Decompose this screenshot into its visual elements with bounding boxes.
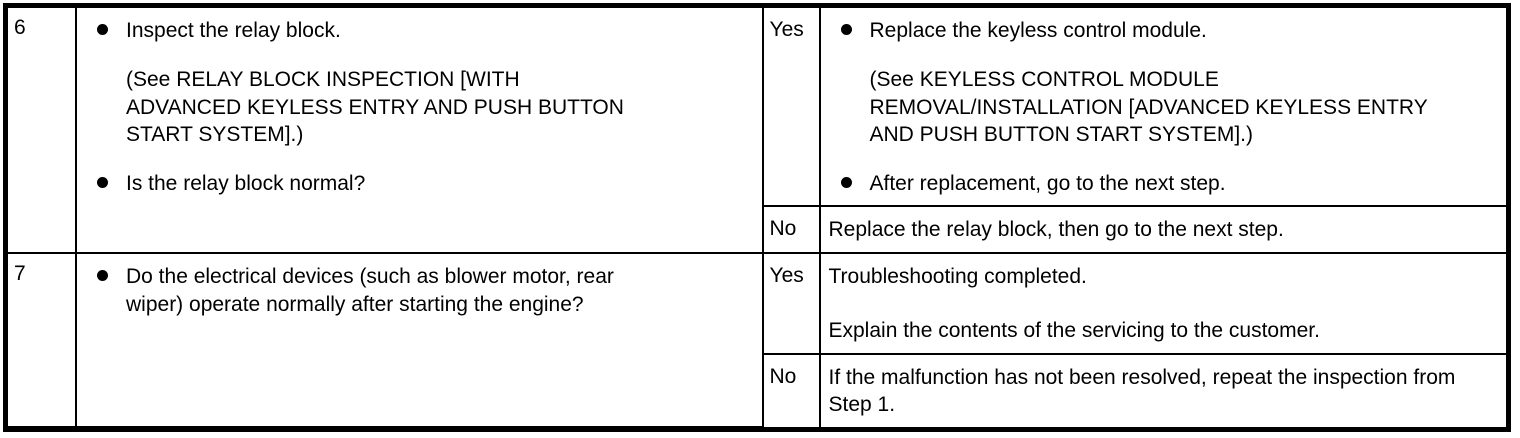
action-paragraph: Explain the contents of the servicing to… <box>828 318 1320 342</box>
bullet-dot-icon <box>97 24 108 35</box>
inspection-cell-7: Do the electrical devices (such as blowe… <box>75 252 764 429</box>
bullet-label: Is the relay block normal? <box>126 172 366 196</box>
bullet-dot-icon <box>840 24 852 35</box>
action-content-6-yes: Replace the keyless control module. (See… <box>821 8 1507 205</box>
bullet-label: Replace the keyless control module. <box>869 19 1207 42</box>
bullet-item: Inspect the relay block. <box>85 17 754 44</box>
bullet-dot-icon <box>97 270 108 282</box>
step-number-cell-7: 7 <box>8 252 77 429</box>
answer-label-yes: Yes <box>769 18 804 41</box>
answer-cell-7-no: No <box>762 352 821 428</box>
step-number-6: 6 <box>14 16 26 39</box>
bullet-dot-icon <box>840 177 852 189</box>
answer-cell-7-yes: Yes <box>761 252 821 355</box>
bullet-label: After replacement, go to the next step. <box>869 172 1226 196</box>
table-row: No Replace the relay block, then go to t… <box>8 205 1506 255</box>
action-cell-6-yes: Replace the keyless control module. (See… <box>818 8 1507 208</box>
inspection-bullet-block: Is the relay block normal? <box>85 170 754 197</box>
answer-cell-6-no: No <box>762 205 821 255</box>
answer-label-yes: Yes <box>769 264 804 288</box>
inspection-cell-6: Inspect the relay block. (See RELAY BLOC… <box>75 8 764 255</box>
bullet-label: Inspect the relay block. <box>126 19 341 42</box>
inspection-content-7: Do the electrical devices (such as blowe… <box>77 254 762 326</box>
action-cell-7-yes: Troubleshooting completed. Explain the c… <box>818 252 1507 355</box>
action-content-7-yes: Troubleshooting completed. Explain the c… <box>821 254 1507 352</box>
answer-label-no: No <box>769 217 797 241</box>
table-row: 6 Inspect the relay block. (See RELAY BL… <box>8 8 1507 255</box>
bullet-item: Replace the keyless control module. <box>829 17 1499 44</box>
action-cell-7-no: If the malfunction has not been resolved… <box>818 352 1506 428</box>
bullet-item: After replacement, go to the next step. <box>829 170 1499 197</box>
step-number-7: 7 <box>14 262 26 286</box>
inspection-bullet-block: Inspect the relay block. (See RELAY BLOC… <box>85 17 754 148</box>
action-bullet-block: After replacement, go to the next step. <box>829 170 1499 197</box>
bullet-item: Is the relay block normal? <box>85 170 754 197</box>
bullet-label: Do the electrical devices (such as blowe… <box>126 265 614 316</box>
answer-cell-6-yes: Yes <box>761 8 821 208</box>
bullet-dot-icon <box>97 177 108 189</box>
troubleshooting-grid: 6 Inspect the relay block. (See RELAY BL… <box>8 8 1507 429</box>
inspection-reference-note: (See RELAY BLOCK INSPECTION [WITH ADVANC… <box>126 68 624 146</box>
action-bullet-block: Replace the keyless control module. (See… <box>829 17 1499 148</box>
action-reference-note: (See KEYLESS CONTROL MODULE REMOVAL/INST… <box>869 68 1428 146</box>
bullet-item: Do the electrical devices (such as blowe… <box>85 263 754 318</box>
inspection-content-6: Inspect the relay block. (See RELAY BLOC… <box>77 8 762 205</box>
table-row: 7 Do the electrical devices (such as blo… <box>8 252 1507 429</box>
step-number-cell-6: 6 <box>8 8 77 255</box>
troubleshooting-table: 6 Inspect the relay block. (See RELAY BL… <box>3 3 1511 432</box>
action-text-7-no: If the malfunction has not been resolved… <box>828 365 1456 417</box>
action-paragraph: Troubleshooting completed. <box>828 265 1087 289</box>
action-text-6-no: Replace the relay block, then go to the … <box>828 218 1284 242</box>
table-row: No If the malfunction has not been resol… <box>8 352 1506 428</box>
action-cell-6-no: Replace the relay block, then go to the … <box>818 205 1506 255</box>
answer-label-no: No <box>769 364 797 388</box>
inspection-bullet-block: Do the electrical devices (such as blowe… <box>85 263 754 318</box>
